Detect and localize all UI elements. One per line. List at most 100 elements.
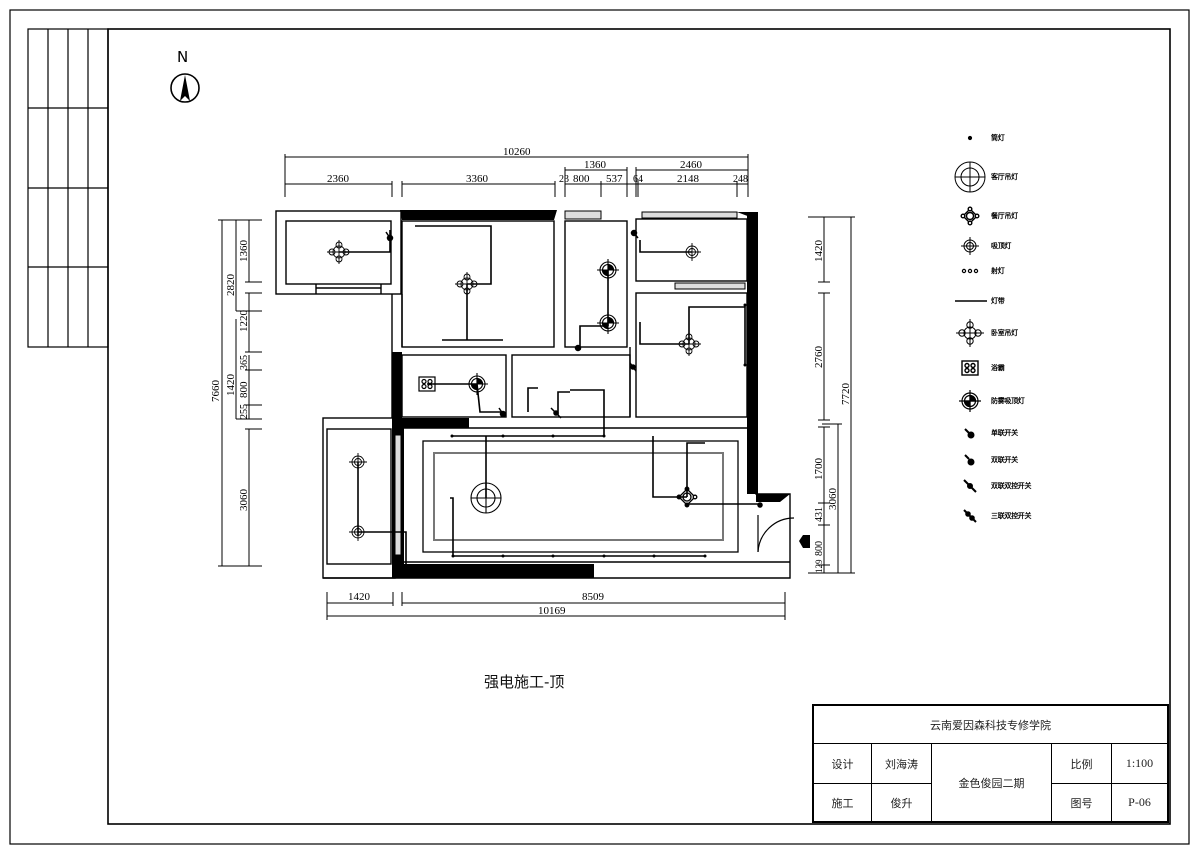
- entry-arrow-icon: [799, 535, 810, 548]
- project-name: 金色俊园二期: [932, 744, 1052, 821]
- double-switch-icon: [629, 362, 637, 372]
- dining-pendant-icon: [676, 486, 698, 508]
- legend-label: 灯带: [991, 297, 1005, 305]
- bedroom-pendant-icon: [327, 240, 351, 264]
- dim-right-3060: 3060: [827, 488, 839, 511]
- legend-label: 单联开关: [991, 429, 1018, 437]
- double-switch-icon: [405, 564, 413, 574]
- downlight-icon: [967, 135, 973, 141]
- dim-top-seg: 537: [606, 173, 623, 185]
- single-switch-icon: [385, 231, 394, 242]
- living-room-pendant-icon: [954, 161, 986, 193]
- constructor-name: 俊升: [872, 784, 932, 821]
- revision-grid: [27, 28, 109, 348]
- design-label: 设计: [814, 744, 872, 784]
- single-switch-icon: [964, 428, 975, 439]
- bedroom-pendant-icon: [677, 332, 701, 356]
- double-switch-icon: [757, 502, 763, 508]
- dim-bottom-overall: 10169: [538, 605, 566, 617]
- dim-top-seg: 2360: [327, 173, 350, 185]
- dim-right-seg: 431: [814, 507, 825, 522]
- structural-walls: [392, 210, 790, 578]
- sheet-number: P-06: [1128, 795, 1151, 809]
- spotlight-row-icon: [961, 268, 979, 274]
- dim-top-overall: 10260: [503, 146, 531, 158]
- single-switch-icon: [574, 344, 582, 352]
- dim-top-seg: 800: [573, 173, 590, 185]
- dim-top-seg: 64: [633, 174, 643, 185]
- drawing-frame: [107, 28, 1171, 825]
- double-switch-icon: [964, 454, 975, 466]
- moisture-proof-light-icon: [597, 259, 619, 281]
- legend-label: 射灯: [991, 267, 1005, 275]
- bath-heater-icon: [418, 376, 436, 392]
- dim-top-1360: 1360: [584, 159, 607, 171]
- dim-bottom-seg: 8509: [582, 591, 605, 603]
- legend: [954, 135, 987, 523]
- ceiling-light-icon: [349, 523, 367, 541]
- walls: [275, 210, 791, 579]
- dim-top-seg: 23: [559, 174, 569, 185]
- ceiling-light-icon: [349, 453, 367, 471]
- dim-top-seg: 248: [733, 174, 748, 185]
- dim-left-seg: 1220: [238, 310, 250, 333]
- legend-label: 三联双控开关: [991, 512, 1032, 520]
- ceiling-light-icon: [961, 237, 979, 255]
- bottom-dimensions: [326, 592, 786, 620]
- dim-left-seg: 800: [238, 381, 250, 398]
- legend-label: 卧室吊灯: [991, 329, 1018, 337]
- right-dimensions: [808, 216, 855, 574]
- legend-label: 浴霸: [991, 364, 1005, 372]
- double-dual-control-switch-icon: [963, 479, 977, 493]
- dim-left-seg: 3060: [238, 489, 250, 512]
- legend-label: 餐厅吊灯: [991, 212, 1018, 220]
- school-name: 云南爱因森科技专修学院: [814, 706, 1167, 744]
- windows: [394, 210, 746, 556]
- living-room-pendant-icon: [470, 482, 502, 514]
- designer-name: 刘海涛: [872, 744, 932, 784]
- dim-right-seg: 1700: [813, 458, 825, 481]
- entry-door: [757, 515, 795, 553]
- scale-label: 比例: [1052, 744, 1112, 784]
- outer-border: [9, 9, 1190, 845]
- single-switch-icon: [630, 229, 639, 239]
- dim-left-1420: 1420: [225, 374, 237, 397]
- legend-label: 筒灯: [991, 134, 1005, 142]
- dim-left-seg: 1360: [238, 240, 250, 263]
- north-arrow-icon: [170, 73, 200, 103]
- legend-label: 客厅吊灯: [991, 173, 1018, 181]
- dim-right-overall: 7720: [840, 383, 852, 406]
- bedroom-pendant-icon: [956, 319, 984, 347]
- double-switch-icon: [550, 407, 562, 419]
- dim-left-overall: 7660: [210, 380, 222, 403]
- drawing-title: 强电施工-顶: [484, 673, 565, 691]
- dining-pendant-icon: [960, 206, 980, 226]
- legend-label: 双联双控开关: [991, 482, 1032, 490]
- dim-top-seg: 3360: [466, 173, 489, 185]
- dim-top-2460: 2460: [680, 159, 703, 171]
- north-label: N: [177, 48, 189, 66]
- scale-value: 1:100: [1112, 744, 1167, 784]
- moisture-proof-light-icon: [959, 390, 981, 412]
- spotlights: [450, 303, 747, 558]
- legend-label: 防雾吸顶灯: [991, 397, 1025, 405]
- living-ceiling: [422, 440, 739, 553]
- dim-right-seg: 1420: [813, 240, 825, 263]
- legend-label: 双联开关: [991, 456, 1018, 464]
- dim-right-seg: 2760: [813, 346, 825, 369]
- dim-left-seg: 365: [239, 355, 250, 370]
- bedroom-pendant-icon: [455, 272, 479, 296]
- moisture-proof-light-icon: [597, 312, 619, 334]
- dim-right-seg: 129: [814, 559, 824, 573]
- construction-label: 施工: [814, 784, 872, 821]
- single-switch-icon: [498, 407, 507, 418]
- bath-heater-icon: [961, 360, 979, 376]
- left-dimensions: [218, 219, 262, 567]
- top-dimensions: [284, 154, 749, 197]
- legend-label: 吸顶灯: [991, 242, 1012, 250]
- fixtures: [327, 240, 701, 541]
- switches: [385, 229, 763, 574]
- moisture-proof-light-icon: [466, 373, 488, 395]
